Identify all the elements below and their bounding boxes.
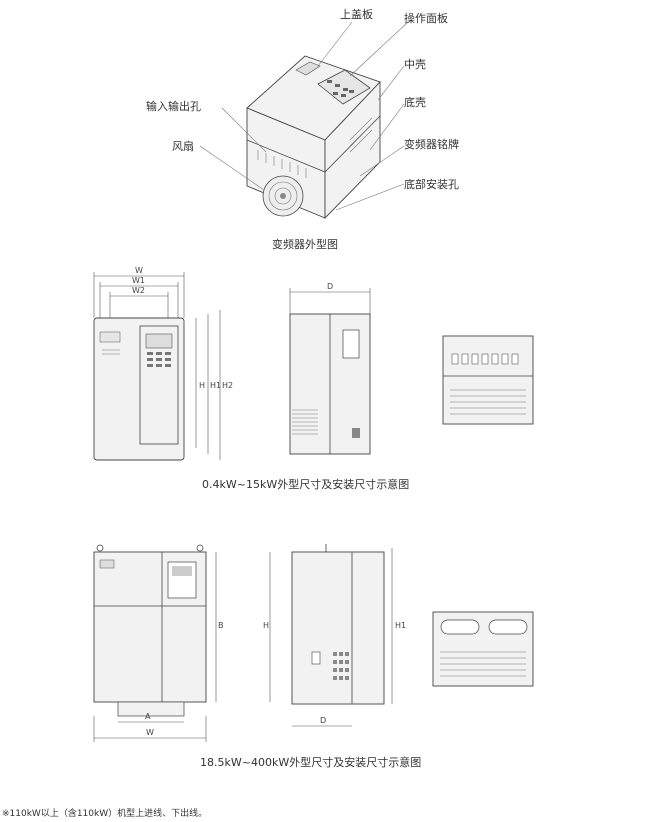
label-fan: 风扇 bbox=[172, 140, 194, 153]
label-bottom-mount-hole: 底部安装孔 bbox=[404, 178, 459, 191]
footnote: ※110kW以上（含110kW）机型上进线、下出线。 bbox=[2, 809, 208, 819]
label-middle-shell: 中壳 bbox=[404, 58, 426, 71]
dim-h2-small: H2 bbox=[222, 381, 233, 390]
small-side-view bbox=[289, 288, 371, 455]
large-front-view bbox=[93, 544, 217, 742]
small-front-view bbox=[93, 272, 221, 461]
dim-w-small: W bbox=[135, 266, 143, 275]
dim-w-large: W bbox=[146, 728, 154, 737]
caption-small-series: 0.4kW~15kW外型尺寸及安装尺寸示意图 bbox=[202, 478, 410, 491]
inverter-isometric bbox=[199, 21, 409, 220]
caption-large-series: 18.5kW~400kW外型尺寸及安装尺寸示意图 bbox=[200, 756, 422, 769]
dim-h-small: H bbox=[199, 381, 205, 390]
small-bottom-view bbox=[442, 335, 534, 425]
dim-h1-large: H1 bbox=[395, 621, 406, 630]
large-bottom-view bbox=[432, 611, 534, 687]
dim-h1-small: H1 bbox=[210, 381, 221, 390]
label-bottom-shell: 底壳 bbox=[404, 96, 426, 109]
label-operation-panel: 操作面板 bbox=[404, 12, 448, 25]
dim-w1-small: W1 bbox=[132, 276, 145, 285]
large-side-view bbox=[269, 544, 393, 727]
dim-a-large: A bbox=[145, 712, 151, 721]
label-nameplate: 变频器铭牌 bbox=[404, 138, 459, 151]
dim-h-large: H bbox=[263, 621, 269, 630]
dim-d-large: D bbox=[320, 716, 326, 725]
dim-w2-small: W2 bbox=[132, 286, 145, 295]
dim-d-small: D bbox=[327, 282, 333, 291]
label-io-hole: 输入输出孔 bbox=[146, 100, 201, 113]
dim-b-large: B bbox=[218, 621, 224, 630]
caption-top-figure: 变频器外型图 bbox=[272, 238, 338, 251]
label-top-cover: 上盖板 bbox=[340, 8, 373, 21]
